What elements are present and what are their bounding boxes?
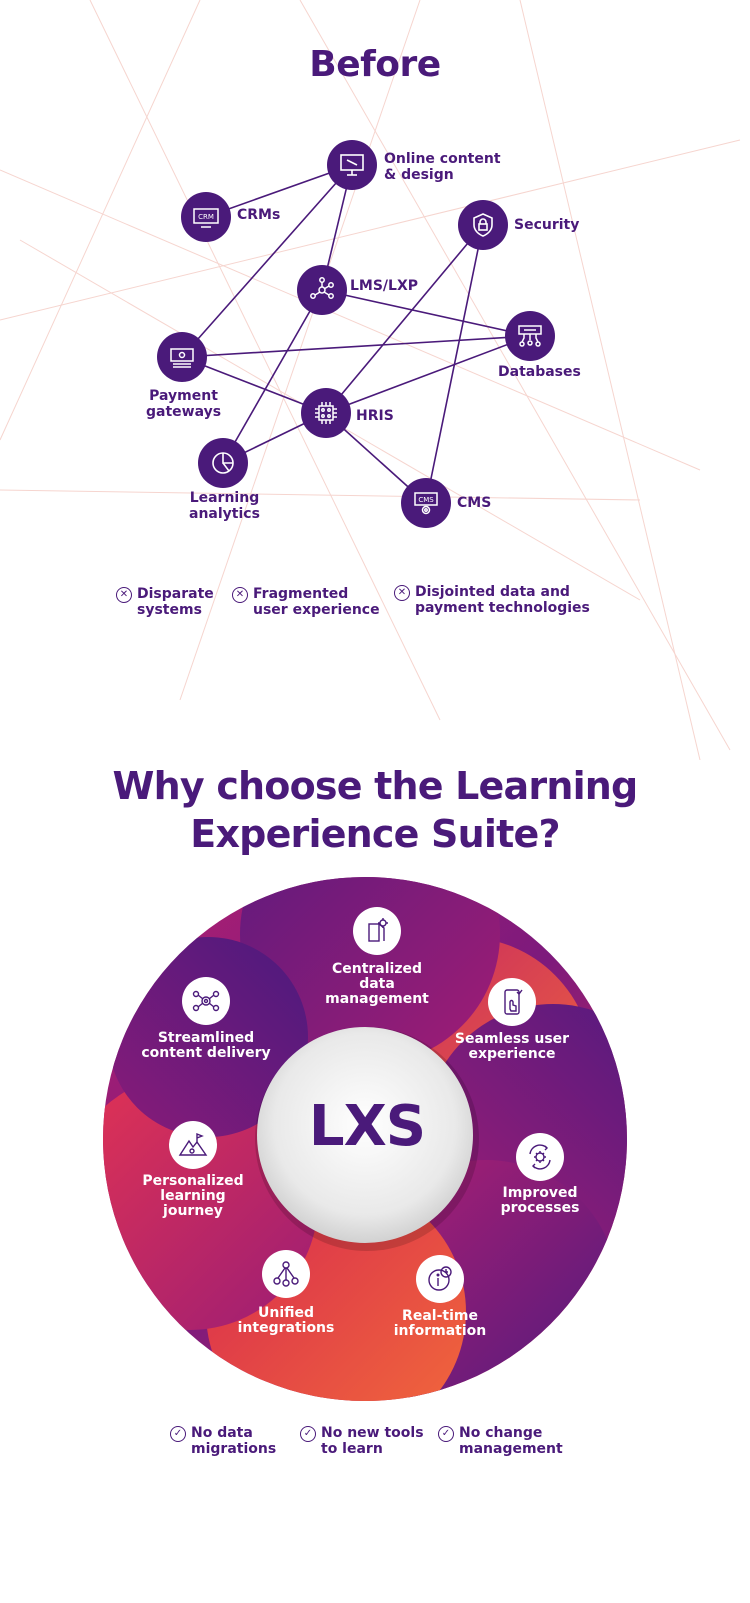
problem-fragmented-ux: ✕ Fragmented user experience (232, 586, 380, 618)
check-circle-icon: ✓ (170, 1426, 186, 1442)
pie-chart-icon (212, 452, 234, 474)
phone-touch-icon (504, 989, 523, 1015)
data-gear-icon (368, 918, 388, 942)
phone-touch-icon-wrap (488, 978, 536, 1026)
mountain-flag-icon-wrap (169, 1121, 217, 1169)
payment-label: Payment gateways (146, 388, 222, 420)
x-circle-icon: ✕ (394, 585, 410, 601)
hierarchy-icon (273, 1261, 299, 1287)
hierarchy-icon-wrap (262, 1250, 310, 1298)
segment-label-streamlined: Streamlined content delivery (141, 1030, 271, 1061)
lms-label: LMS/LXP (350, 278, 419, 294)
security-node (458, 200, 508, 250)
check-circle-icon: ✓ (300, 1426, 316, 1442)
database-icon (518, 325, 542, 347)
check-circle-icon: ✓ (438, 1426, 454, 1442)
monitor-icon (340, 154, 364, 176)
why-title: Why choose the Learning Experience Suite… (112, 764, 639, 856)
clock-info-icon (428, 1266, 452, 1291)
segment-label-improved: Improved processes (500, 1185, 580, 1216)
benefit-no-new-tools: ✓ No new tools to learn (300, 1425, 424, 1457)
online-content-node (327, 140, 377, 190)
mountain-flag-icon (178, 1132, 208, 1156)
before-title: Before (309, 44, 441, 85)
benefit-no-data-migrations: ✓ No data migrations (170, 1425, 276, 1457)
x-circle-icon: ✕ (232, 587, 248, 603)
problem-disjointed-data: ✕ Disjointed data and payment technologi… (394, 584, 590, 616)
payment-icon (170, 348, 194, 368)
clock-info-icon-wrap (416, 1255, 464, 1303)
crm-node: CRM (181, 192, 231, 242)
shield-icon (473, 213, 493, 237)
hris-node (301, 388, 351, 438)
databases-node (505, 311, 555, 361)
content-hub-icon-wrap (182, 977, 230, 1025)
svg-text:CRM: CRM (198, 213, 214, 221)
network-icon (310, 277, 334, 299)
x-circle-icon: ✕ (116, 587, 132, 603)
crm-label: CRMs (237, 207, 281, 223)
crm-icon: CRM (193, 208, 219, 228)
content-hub-icon (192, 990, 220, 1012)
online-content-label: Online content & design (384, 151, 501, 183)
lxs-center-label: LXS (308, 1094, 426, 1159)
process-cycle-icon (529, 1144, 551, 1170)
svg-text:CMS: CMS (418, 496, 434, 504)
segment-label-seamless: Seamless user experience (454, 1031, 570, 1062)
cms-icon: CMS (414, 492, 438, 515)
segment-label-unified: Unified integrations (237, 1305, 335, 1336)
hris-label: HRIS (356, 408, 394, 424)
chip-icon (315, 402, 337, 424)
process-cycle-icon-wrap (516, 1133, 564, 1181)
segment-streamlined-bg (108, 937, 308, 1137)
cms-label: CMS (457, 495, 492, 511)
segment-label-realtime: Real-time information (393, 1308, 487, 1339)
analytics-label: Learning analytics (189, 490, 260, 522)
databases-label: Databases (498, 364, 581, 380)
segment-label-centralized: Centralized data management (325, 961, 429, 1007)
problem-disparate-systems: ✕ Disparate systems (116, 586, 214, 618)
security-label: Security (514, 217, 580, 233)
benefit-no-change-management: ✓ No change management (438, 1425, 563, 1457)
data-gear-icon-wrap (353, 907, 401, 955)
background-lines (0, 0, 741, 760)
cms-node: CMS (401, 478, 451, 528)
payment-node (157, 332, 207, 382)
lms-node (297, 265, 347, 315)
lxs-hub (257, 1027, 473, 1243)
segment-label-personalized: Personalized learning journey (142, 1173, 244, 1219)
analytics-node (198, 438, 248, 488)
